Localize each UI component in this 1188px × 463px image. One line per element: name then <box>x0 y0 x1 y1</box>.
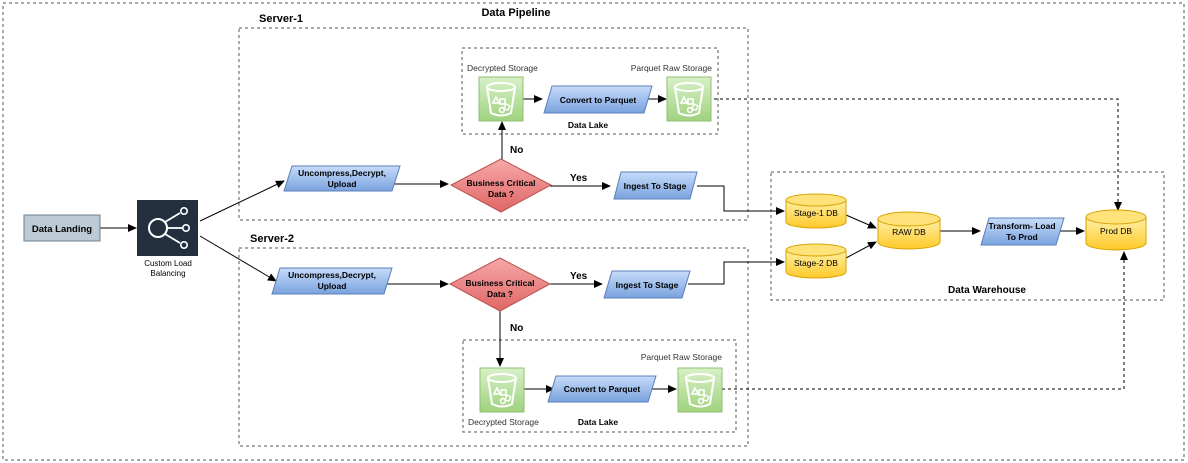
s1-yes-label: Yes <box>570 173 588 184</box>
load-balancer-icon[interactable] <box>137 200 198 256</box>
arrow-parquet2-to-prod <box>722 251 1128 390</box>
arrow-stage1-to-raw <box>845 214 877 229</box>
s2-no-label: No <box>510 323 523 334</box>
data-landing-box[interactable] <box>23 214 101 242</box>
lake1-parquet-bucket-icon[interactable] <box>666 76 712 122</box>
s1-decision-node[interactable] <box>449 158 553 213</box>
prod-db-label: Prod DB <box>1100 226 1132 236</box>
diagram-title: Data Pipeline <box>481 7 550 19</box>
stage2-db-cylinder[interactable] <box>785 243 847 279</box>
s1-uncompress-node[interactable] <box>283 165 401 192</box>
s1-uncompress-line2: Upload <box>328 179 357 189</box>
raw-db-cylinder[interactable] <box>877 211 941 250</box>
lake1-parquet-storage-label: Parquet Raw Storage <box>631 63 713 73</box>
lake2-convert-node[interactable] <box>547 375 657 403</box>
transform-line2: To Prod <box>1006 232 1037 242</box>
server1-group <box>238 27 749 221</box>
server2-group <box>238 247 749 447</box>
lake1-title: Data Lake <box>568 120 608 130</box>
lake2-title: Data Lake <box>578 417 618 427</box>
server1-label: Server-1 <box>259 13 303 25</box>
stage2-db-label: Stage-2 DB <box>794 258 838 268</box>
arrow-ingest1-to-stage1 <box>697 185 785 215</box>
lake2-decrypted-bucket-icon[interactable] <box>479 367 525 413</box>
data-lake2-group <box>462 339 737 433</box>
lake1-convert-node[interactable] <box>543 85 653 114</box>
raw-db-label: RAW DB <box>892 227 926 237</box>
warehouse-group <box>770 171 1165 301</box>
s1-uncompress-line1: Uncompress,Decrypt, <box>298 168 386 178</box>
arrow-stage2-to-raw <box>845 241 877 259</box>
s2-uncompress-line1: Uncompress,Decrypt, <box>288 270 376 280</box>
arrow-parquet1-to-prod <box>714 98 1122 211</box>
arrow-lb-to-server2 <box>199 235 277 282</box>
lake2-parquet-bucket-icon[interactable] <box>677 367 723 413</box>
lake2-decrypted-label: Decrypted Storage <box>468 417 539 427</box>
dashed-connectors <box>714 98 1128 390</box>
lake1-decrypted-label: Decrypted Storage <box>467 63 538 73</box>
warehouse-title: Data Warehouse <box>948 285 1026 296</box>
lb-label-line2: Balancing <box>150 269 185 278</box>
lake2-parquet-storage-label: Parquet Raw Storage <box>641 352 723 362</box>
s1-decision-line1: Business Critical <box>467 178 536 188</box>
stage1-db-label: Stage-1 DB <box>794 208 838 218</box>
s2-ingest-label: Ingest To Stage <box>616 280 679 290</box>
s2-uncompress-node[interactable] <box>271 267 393 295</box>
lake2-convert-label: Convert to Parquet <box>564 384 641 394</box>
s2-yes-label: Yes <box>570 271 588 282</box>
lake1-decrypted-bucket-icon[interactable] <box>478 76 524 122</box>
s2-uncompress-line2: Upload <box>318 281 347 291</box>
server2-label: Server-2 <box>250 233 294 245</box>
connectors <box>100 95 1085 393</box>
lake1-convert-label: Convert to Parquet <box>560 95 637 105</box>
s1-ingest-node[interactable] <box>613 171 698 200</box>
stage1-db-cylinder[interactable] <box>785 193 847 229</box>
s1-decision-line2: Data ? <box>488 189 514 199</box>
data-lake1-group <box>461 47 719 135</box>
transform-line1: Transform- Load <box>988 221 1055 231</box>
data-landing-label: Data Landing <box>32 224 92 235</box>
arrow-ingest2-to-stage2 <box>688 258 785 285</box>
lb-label-line1: Custom Load <box>144 259 192 268</box>
transform-node[interactable] <box>980 217 1065 246</box>
arrow-lb-to-server1 <box>199 180 285 222</box>
s2-decision-node[interactable] <box>448 257 552 312</box>
s1-no-label: No <box>510 145 523 156</box>
s2-decision-line2: Data ? <box>487 289 513 299</box>
prod-db-cylinder[interactable] <box>1085 209 1147 251</box>
s2-ingest-node[interactable] <box>603 270 691 299</box>
s1-ingest-label: Ingest To Stage <box>624 181 687 191</box>
s2-decision-line1: Business Critical <box>466 278 535 288</box>
